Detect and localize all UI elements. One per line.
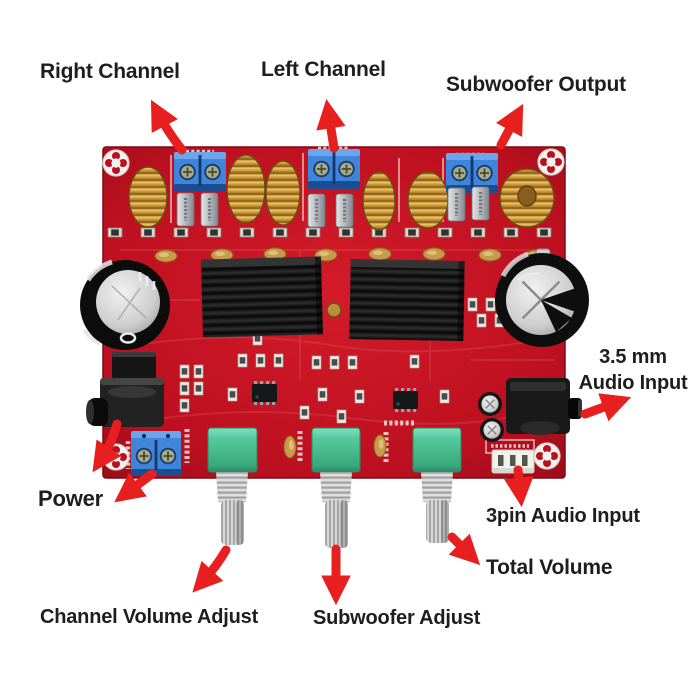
label-audio-input-35: 3.5 mm Audio Input [577, 344, 689, 396]
potentiometer-channel-volume [207, 427, 258, 545]
potentiometer-subwoofer-adjust [311, 427, 361, 548]
soic-ic-right [393, 388, 418, 412]
pcb-board [80, 146, 566, 479]
electrolytic-capacitor-left [80, 259, 170, 350]
arrow-subwoofer-output [496, 103, 524, 150]
heatsink-left [200, 256, 323, 338]
heatsink-screw [326, 302, 342, 318]
arrow-channel-volume [192, 545, 231, 593]
arrow-audio-35 [580, 393, 632, 422]
power-screw-terminal [131, 431, 181, 476]
heatsink-right [349, 259, 465, 341]
dc-power-jack [86, 378, 164, 427]
arrow-audio-3pin [503, 465, 534, 508]
label-right-channel: Right Channel [40, 60, 180, 83]
electrolytic-capacitor-right [495, 248, 589, 347]
label-power: Power [38, 486, 104, 511]
label-subwoofer-adjust: Subwoofer Adjust [313, 607, 481, 629]
label-subwoofer-output: Subwoofer Output [446, 73, 626, 96]
label-total-volume: Total Volume [486, 556, 613, 579]
arrow-power-jack [92, 419, 122, 473]
speaker-terminal-left-channel [308, 149, 360, 189]
label-channel-volume-adjust: Channel Volume Adjust [40, 606, 259, 628]
speaker-terminal-right-channel [174, 152, 226, 192]
potentiometer-total-volume [412, 427, 462, 543]
label-audio-input-35-line2: Audio Input [578, 372, 688, 394]
arrow-right-channel [150, 99, 187, 155]
connector-3pin [491, 449, 535, 474]
speaker-terminal-subwoofer [446, 153, 498, 193]
annotation-arrows [92, 98, 632, 606]
arrow-power-terminal [114, 469, 157, 503]
arrow-left-channel [316, 98, 346, 153]
soic-ic-left [252, 381, 277, 405]
diode [112, 352, 156, 378]
label-audio-input-35-line1: 3.5 mm [599, 346, 667, 368]
audio-jack-3-5mm [506, 378, 582, 435]
toroidal-inductors [128, 154, 555, 231]
label-audio-input-3pin: 3pin Audio Input [486, 505, 640, 527]
label-left-channel: Left Channel [261, 58, 386, 81]
arrow-total-volume [447, 532, 481, 566]
